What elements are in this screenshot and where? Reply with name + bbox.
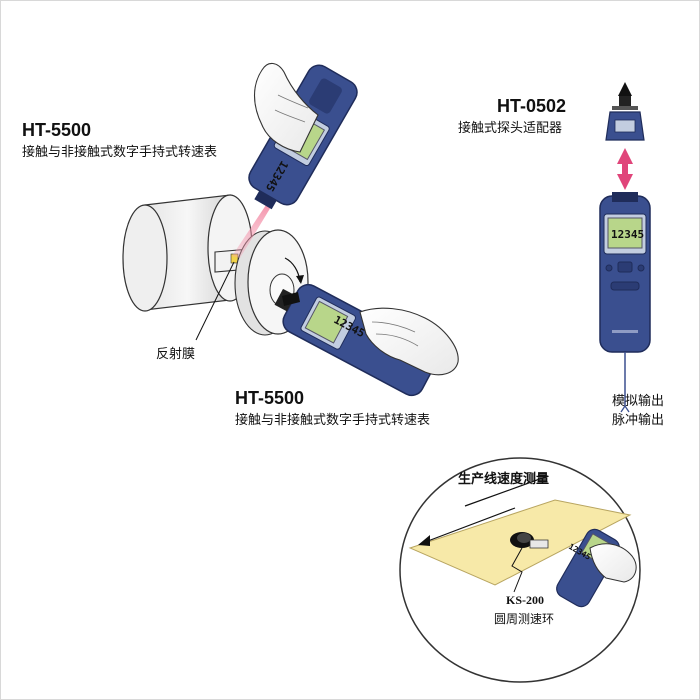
double-arrow [617, 148, 633, 190]
ht0502-model: HT-0502 [497, 96, 567, 116]
laser-beam [232, 192, 280, 258]
ht5500-top-model: HT-5500 [22, 120, 92, 140]
output-cable [620, 352, 630, 413]
ks200-leader [511, 547, 523, 593]
analog-output-label: 模拟输出 [612, 394, 665, 409]
adapter-tip [612, 82, 638, 110]
motion-arrows [418, 475, 549, 546]
reflective-film-leader [195, 261, 235, 341]
adapter-body [605, 111, 645, 141]
ht0502-desc: 接触式探头适配器 [458, 121, 563, 136]
pulse-output-label: 脉冲输出 [612, 413, 665, 428]
ks200-desc: 圆周测速环 [494, 612, 555, 626]
contact-tip [282, 292, 300, 306]
ht5500-bottom-desc: 接触与非接触式数字手持式转速表 [235, 413, 431, 428]
wheel-axle [529, 539, 549, 549]
line-speed-title: 生产线速度测量 [458, 472, 550, 487]
right-tachometer [599, 192, 651, 353]
ks200-wheel [510, 532, 534, 548]
ht5500-bottom-model: HT-5500 [235, 388, 305, 408]
bottom-tachometer [274, 283, 438, 397]
top-hand [253, 62, 319, 153]
right-device-display: 12345 [611, 228, 644, 241]
reflective-film-label: 反射膜 [156, 347, 196, 362]
ks200-model: KS-200 [506, 593, 545, 607]
inset-hand [589, 543, 637, 583]
ht5500-top-desc: 接触与非接触式数字手持式转速表 [22, 145, 218, 160]
